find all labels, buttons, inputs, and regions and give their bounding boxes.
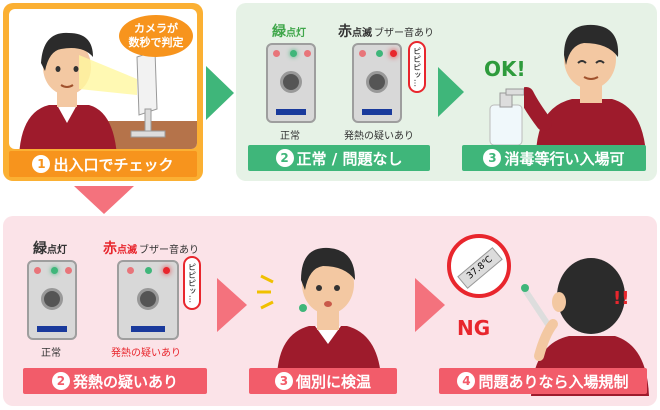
lamp-green-on bbox=[51, 267, 58, 274]
lamp-red bbox=[34, 267, 41, 274]
arrow-right-icon bbox=[206, 66, 234, 120]
thermometer-reading: 37.8℃ bbox=[457, 247, 503, 289]
lamp-red-2 bbox=[304, 50, 311, 57]
thermal-device-alert bbox=[352, 43, 402, 123]
lamp-green bbox=[145, 267, 152, 274]
top-step2-number: 2 bbox=[275, 149, 294, 167]
camera-lens bbox=[137, 288, 159, 310]
sanitizer-bottle bbox=[489, 88, 525, 146]
step1-text: 出入口でチェック bbox=[53, 155, 174, 174]
step1-label: 1 出入口でチェック bbox=[9, 151, 197, 177]
lamp-red-on bbox=[163, 267, 170, 274]
arrow-down-icon bbox=[74, 186, 134, 214]
normal-caption: 正常 bbox=[280, 131, 300, 142]
camera-beam bbox=[79, 55, 137, 95]
camera-device bbox=[130, 50, 166, 138]
bottom-step4-label: 4 問題ありなら入場規制 bbox=[439, 368, 647, 394]
speech-bubble: カメラが 数秒で判定 bbox=[119, 15, 193, 57]
top-step2-label: 2 正常 / 問題なし bbox=[248, 145, 430, 171]
bottom-step3-text: 個別に検温 bbox=[295, 372, 371, 391]
lamp-red bbox=[273, 50, 280, 57]
bottom-step4-text: 問題ありなら入場規制 bbox=[478, 372, 629, 391]
arrow-right-icon bbox=[438, 67, 464, 117]
top-step3-label: 3 消毒等行い入場可 bbox=[462, 145, 646, 171]
display-bar bbox=[131, 326, 165, 332]
top-step3-number: 3 bbox=[483, 149, 502, 167]
normal-flow-panel: 緑点灯 正常 赤点滅ブザー音あり ピピピッ… 発熱の疑いあり OK! bbox=[236, 3, 657, 181]
fever-caption: 発熱の疑いあり bbox=[111, 348, 181, 359]
display-bar bbox=[37, 326, 67, 332]
normal-caption: 正常 bbox=[41, 348, 61, 359]
display-bar bbox=[276, 109, 306, 115]
step1-illustration-bg: カメラが 数秒で判定 bbox=[9, 9, 197, 149]
camera-lens bbox=[366, 71, 388, 93]
thermal-device-normal bbox=[266, 43, 316, 123]
lamp-green bbox=[376, 50, 383, 57]
green-lamp-label: 緑点灯 bbox=[272, 24, 306, 40]
camera-lens bbox=[41, 288, 63, 310]
lamp-red-on bbox=[390, 50, 397, 57]
ng-text: NG bbox=[457, 316, 491, 340]
thermal-device-alert bbox=[117, 260, 179, 340]
fever-flow-panel: 緑点灯 正常 赤点滅ブザー音あり ピピピッ… 発熱の疑いあり bbox=[3, 216, 657, 406]
beep-bubble: ピピピッ… bbox=[183, 256, 201, 310]
step1-number: 1 bbox=[32, 155, 51, 173]
ok-text: OK! bbox=[484, 57, 526, 81]
bottom-step3-number: 3 bbox=[274, 372, 293, 390]
top-step3-text: 消毒等行い入場可 bbox=[504, 149, 625, 168]
person-temperature-check bbox=[257, 247, 381, 376]
bottom-step2-text: 発熱の疑いあり bbox=[72, 372, 178, 391]
bottom-step2-label: 2 発熱の疑いあり bbox=[23, 368, 207, 394]
beep-bubble: ピピピッ… bbox=[408, 41, 426, 93]
red-lamp-label: 赤点滅ブザー音あり bbox=[103, 241, 199, 257]
bottom-step4-number: 4 bbox=[457, 372, 476, 390]
camera-lens bbox=[280, 71, 302, 93]
alarm-marks: !! bbox=[613, 288, 630, 309]
person-sanitizing bbox=[524, 24, 646, 153]
step1-panel: カメラが 数秒で判定 1 出入口でチェック bbox=[3, 3, 203, 181]
bubble-line-2: 数秒で判定 bbox=[128, 36, 184, 49]
bottom-step2-number: 2 bbox=[51, 372, 70, 390]
red-lamp-label: 赤点滅ブザー音あり bbox=[338, 24, 434, 40]
bubble-line-1: カメラが bbox=[134, 22, 178, 35]
lamp-green-on bbox=[290, 50, 297, 57]
lamp-red-2 bbox=[65, 267, 72, 274]
lamp-red bbox=[127, 267, 134, 274]
display-bar bbox=[362, 109, 392, 115]
top-step2-text: 正常 / 問題なし bbox=[296, 149, 403, 168]
arrow-right-icon bbox=[415, 278, 445, 332]
thermal-device-normal bbox=[27, 260, 77, 340]
lamp-red bbox=[359, 50, 366, 57]
bottom-step3-label: 3 個別に検温 bbox=[249, 368, 397, 394]
green-lamp-label: 緑点灯 bbox=[33, 241, 67, 257]
fever-caption: 発熱の疑いあり bbox=[344, 131, 414, 142]
thermometer-zoom: 37.8℃ bbox=[447, 234, 511, 298]
arrow-right-icon bbox=[217, 278, 247, 332]
